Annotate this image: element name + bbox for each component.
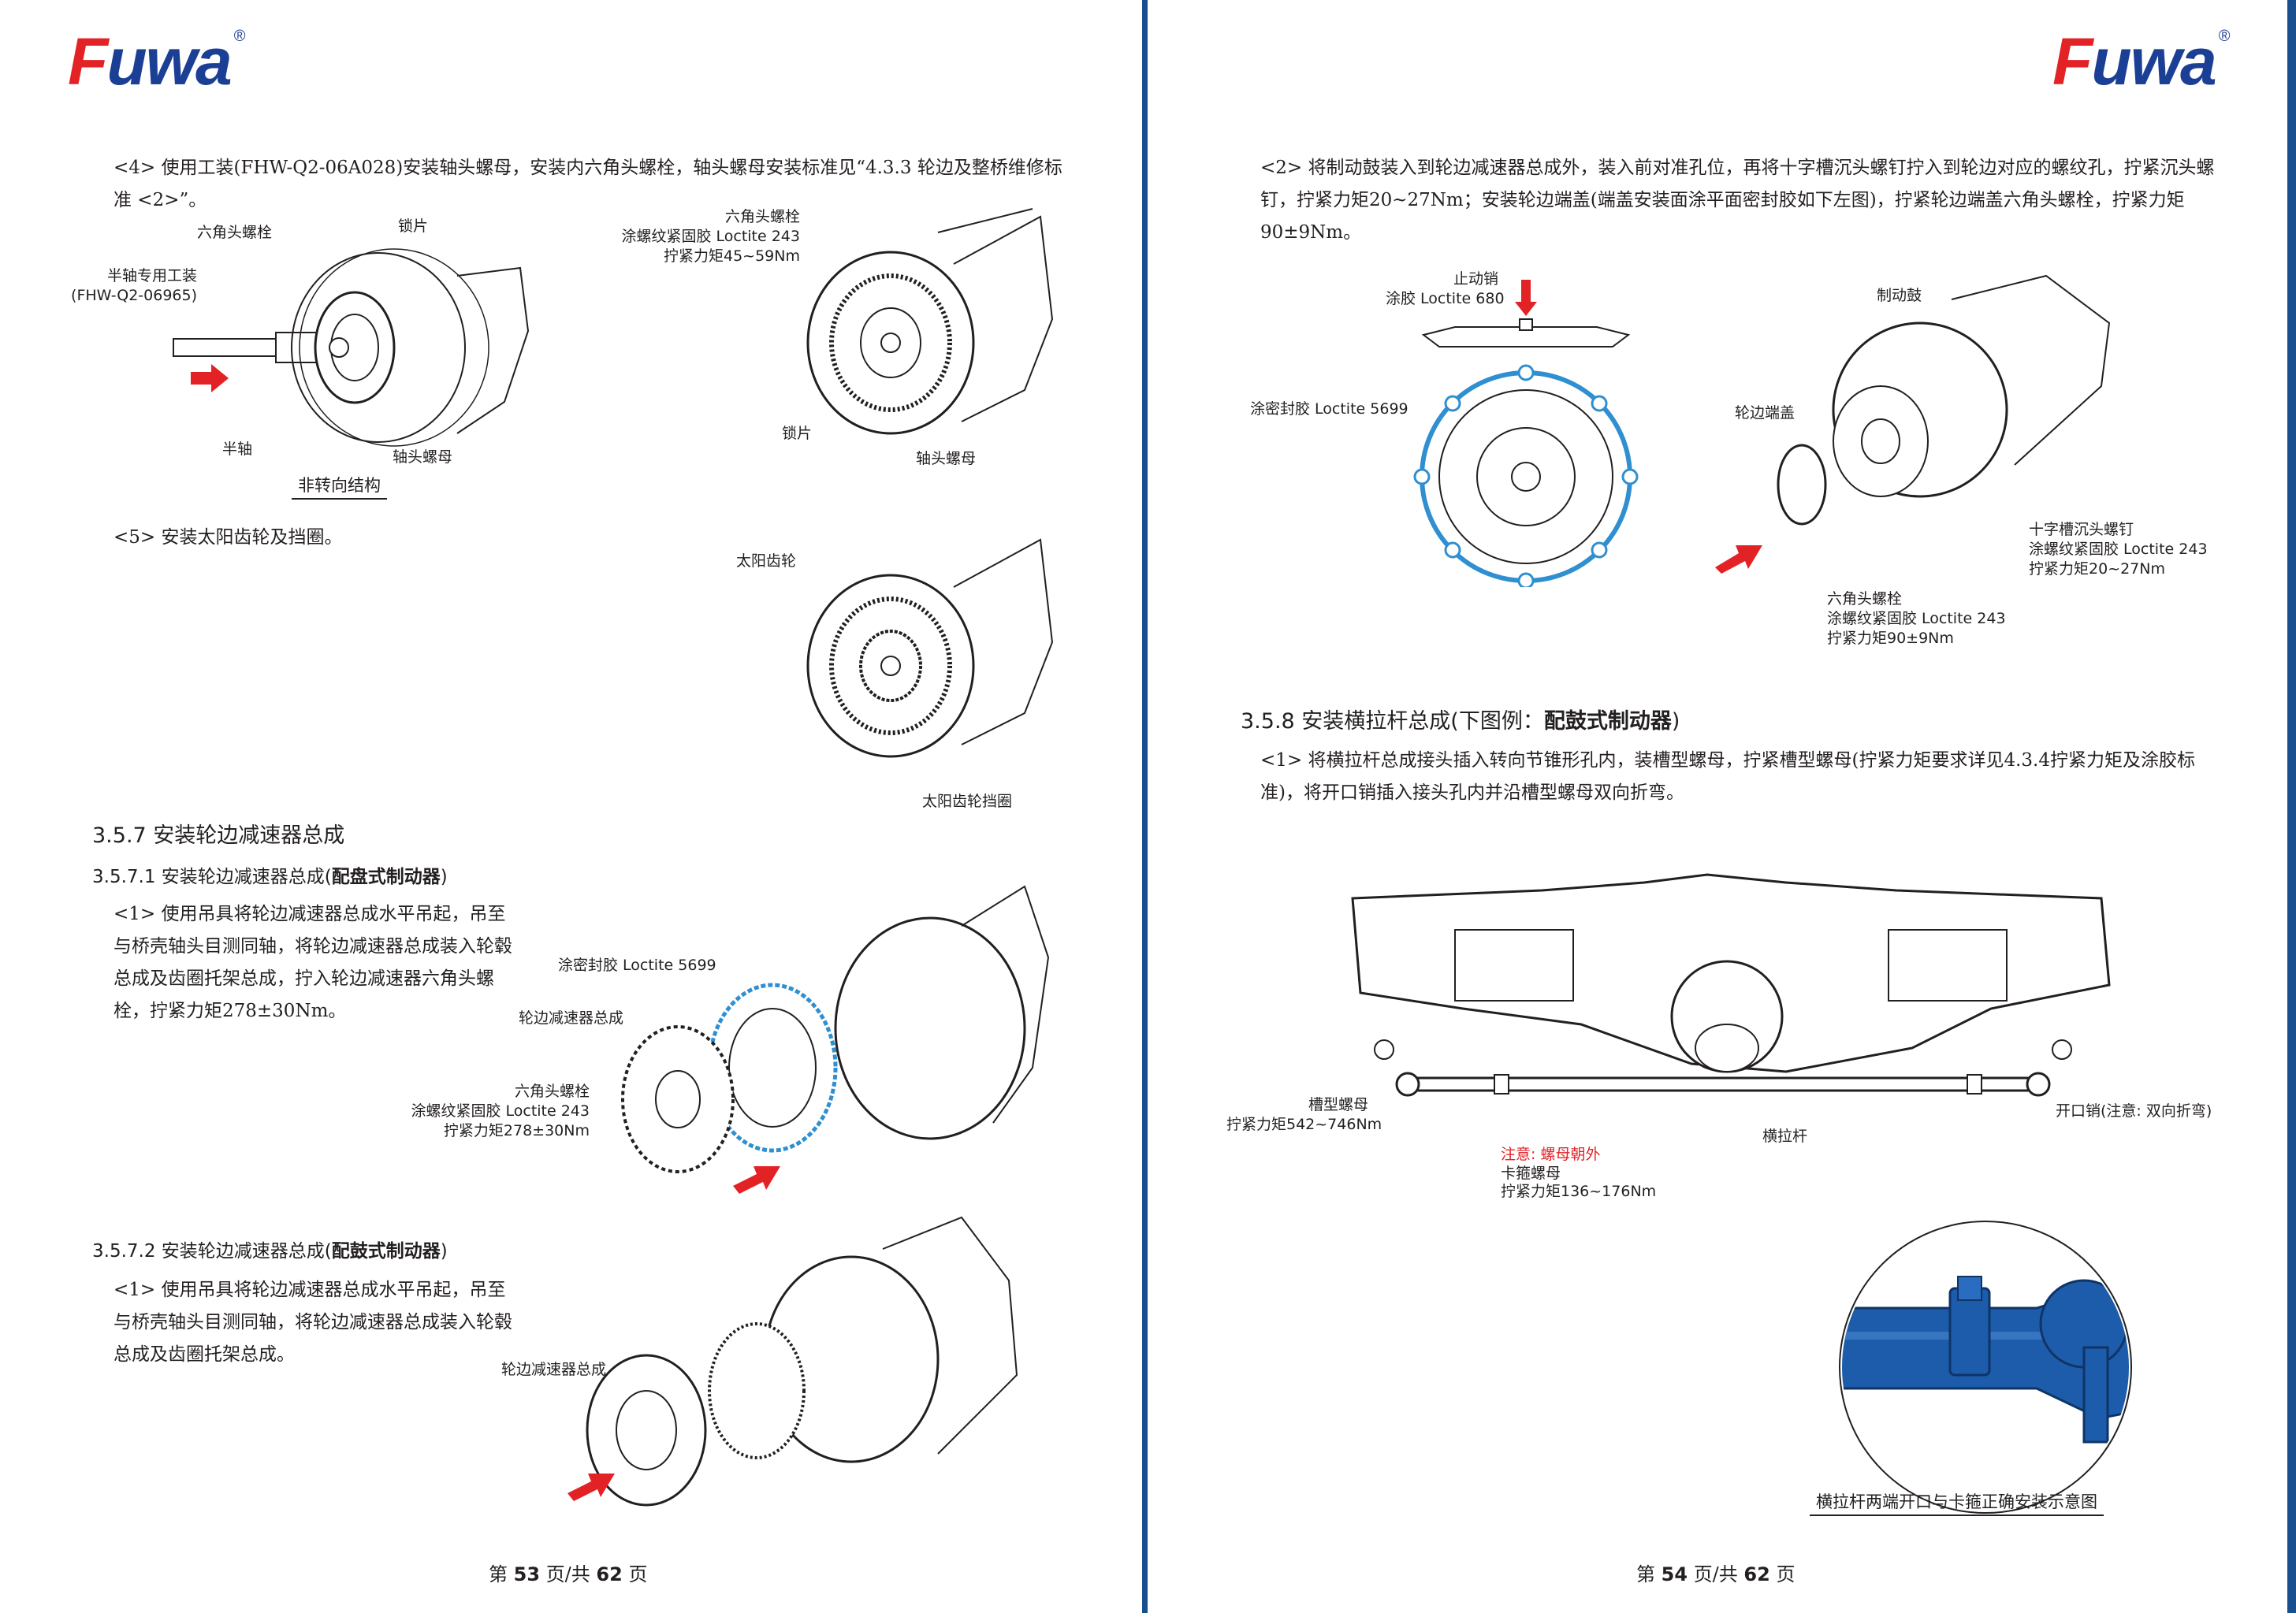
label-line: 十字槽沉头螺钉 (2029, 521, 2134, 538)
tie-rod-clamp-detail (1839, 1221, 2132, 1514)
section-3-5-7-1-heading: 3.5.7.1 安装轮边减速器总成(配盘式制动器) (92, 867, 448, 887)
section-3-5-8-heading: 3.5.8 安装横拉杆总成(下图例：配鼓式制动器) (1241, 709, 1680, 734)
half-shaft-tool-label: 半轴专用工装 (FHW-Q2-06965) (71, 266, 197, 306)
label-line: 拧紧力矩20~27Nm (2029, 560, 2165, 578)
label-line: 拧紧力矩45~59Nm (664, 247, 800, 265)
step-1-disc-text: <1> 使用吊具将轮边减速器总成水平吊起，吊至与桥壳轴头目测同轴，将轮边减速器总… (113, 904, 512, 1021)
clamp-detail-caption: 横拉杆两端开口与卡箍正确安装示意图 (1810, 1489, 2104, 1516)
hex-bolt-90-label: 六角头螺栓 涂螺纹紧固胶 Loctite 243 拧紧力矩90±9Nm (1827, 589, 2006, 649)
hub-bolt-drawing (806, 208, 1054, 435)
label-line: 涂螺纹紧固胶 Loctite 243 (1827, 610, 2006, 627)
csk-screw-label: 十字槽沉头螺钉 涂螺纹紧固胶 Loctite 243 拧紧力矩20~27Nm (2029, 520, 2208, 579)
fuwa-logo: Fuwa® (68, 24, 245, 98)
end-cover-drawing (1413, 280, 1639, 587)
slot-nut-torque-label: 拧紧力矩542~746Nm (1226, 1116, 1382, 1133)
sun-gear-label: 太阳齿轮 (736, 552, 797, 570)
reducer-label: 轮边减速器总成 (519, 1009, 624, 1027)
label-line: 六角头螺栓 (1827, 590, 1903, 608)
drum-reducer-label: 轮边减速器总成 (501, 1361, 607, 1378)
right-page: Fuwa® <2> 将制动鼓装入到轮边减速器总成外，装入前对准孔位，再将十字槽沉… (1148, 0, 2287, 1613)
hub-nut-label-2: 轴头螺母 (916, 450, 977, 467)
fuwa-logo: Fuwa® (2052, 24, 2230, 98)
step-4-text: <4> 使用工装(FHW-Q2-06A028)安装轴头螺母，安装内六角头螺栓，轴… (113, 158, 1062, 210)
brake-drum-label: 制动鼓 (1877, 287, 1922, 304)
nut-facing-out-note: 注意: 螺母朝外 (1501, 1146, 1601, 1163)
hub-nut-install-drawing (173, 248, 530, 447)
hex-bolt-loctite-label: 六角头螺栓 涂螺纹紧固胶 Loctite 243 拧紧力矩45~59Nm (595, 207, 800, 266)
step-1-tie-rod-text: <1> 将横拉杆总成接头插入转向节锥形孔内，装槽型螺母，拧紧槽型螺母(拧紧力矩要… (1260, 750, 2195, 803)
tool-name: 半轴专用工装 (106, 267, 197, 284)
drum-reducer-drawing (567, 1216, 1018, 1507)
step-1-drum-text: <1> 使用吊具将轮边减速器总成水平吊起，吊至与桥壳轴头目测同轴，将轮边减速器总… (113, 1280, 512, 1365)
sun-gear-retainer-label: 太阳齿轮挡圈 (922, 793, 1013, 810)
step-2-text: <2> 将制动鼓装入到轮边减速器总成外，装入前对准孔位，再将十字槽沉头螺钉拧入到… (1260, 158, 2215, 243)
slot-nut-label: 槽型螺母 (1308, 1096, 1368, 1113)
label-line: 六角头螺栓 (514, 1083, 590, 1100)
hex-bolt-278-label: 六角头螺栓 涂螺纹紧固胶 Loctite 243 拧紧力矩278±30Nm (385, 1082, 590, 1141)
clamp-nut-label: 卡箍螺母 (1501, 1165, 1561, 1182)
sealant-label: 涂密封胶 Loctite 5699 (558, 957, 716, 974)
step-5-text: <5> 安装太阳齿轮及挡圈。 (113, 527, 343, 548)
sun-gear-drawing (806, 538, 1054, 758)
disc-reducer-drawing (621, 885, 1050, 1194)
page-footer-right: 第 54 页/共 62 页 (1636, 1563, 1795, 1585)
section-3-5-7-2-heading: 3.5.7.2 安装轮边减速器总成(配鼓式制动器) (92, 1241, 448, 1262)
cotter-pin-label: 开口销(注意: 双向折弯) (2056, 1102, 2212, 1120)
brake-drum-drawing (1715, 274, 2111, 574)
stop-pin-label: 止动销 (1453, 270, 1499, 288)
insert-arrow-icon (191, 364, 229, 392)
tool-code: (FHW-Q2-06965) (71, 287, 197, 304)
page-footer-left: 第 53 页/共 62 页 (489, 1563, 648, 1585)
label-line: 拧紧力矩278±30Nm (443, 1122, 590, 1139)
section-3-5-7-heading: 3.5.7 安装轮边减速器总成 (92, 823, 345, 848)
sealant-5699-label: 涂密封胶 Loctite 5699 (1250, 400, 1408, 418)
label-line: 拧紧力矩90±9Nm (1827, 630, 1954, 647)
lock-plate-label: 锁片 (398, 217, 429, 235)
label-line: 涂螺纹紧固胶 Loctite 243 (2029, 541, 2208, 558)
label-line: 六角头螺栓 (724, 208, 800, 225)
axle-tie-rod-drawing (1351, 873, 2111, 1097)
clamp-nut-torque-label: 拧紧力矩136~176Nm (1501, 1183, 1657, 1200)
stop-pin-glue-label: 涂胶 Loctite 680 (1386, 290, 1505, 307)
half-shaft-label: 半轴 (222, 440, 253, 458)
end-cover-label: 轮边端盖 (1735, 404, 1795, 422)
hub-nut-label: 轴头螺母 (393, 448, 453, 466)
hex-bolt-label: 六角头螺栓 (197, 224, 273, 241)
left-page: Fuwa® <4> 使用工装(FHW-Q2-06A028)安装轴头螺母，安装内六… (0, 0, 1142, 1613)
tie-rod-label: 横拉杆 (1762, 1128, 1808, 1145)
lock-plate-label-2: 锁片 (782, 425, 813, 442)
label-line: 涂螺纹紧固胶 Loctite 243 (411, 1102, 590, 1120)
non-steering-caption: 非转向结构 (292, 473, 387, 500)
label-line: 涂螺纹紧固胶 Loctite 243 (621, 228, 800, 245)
